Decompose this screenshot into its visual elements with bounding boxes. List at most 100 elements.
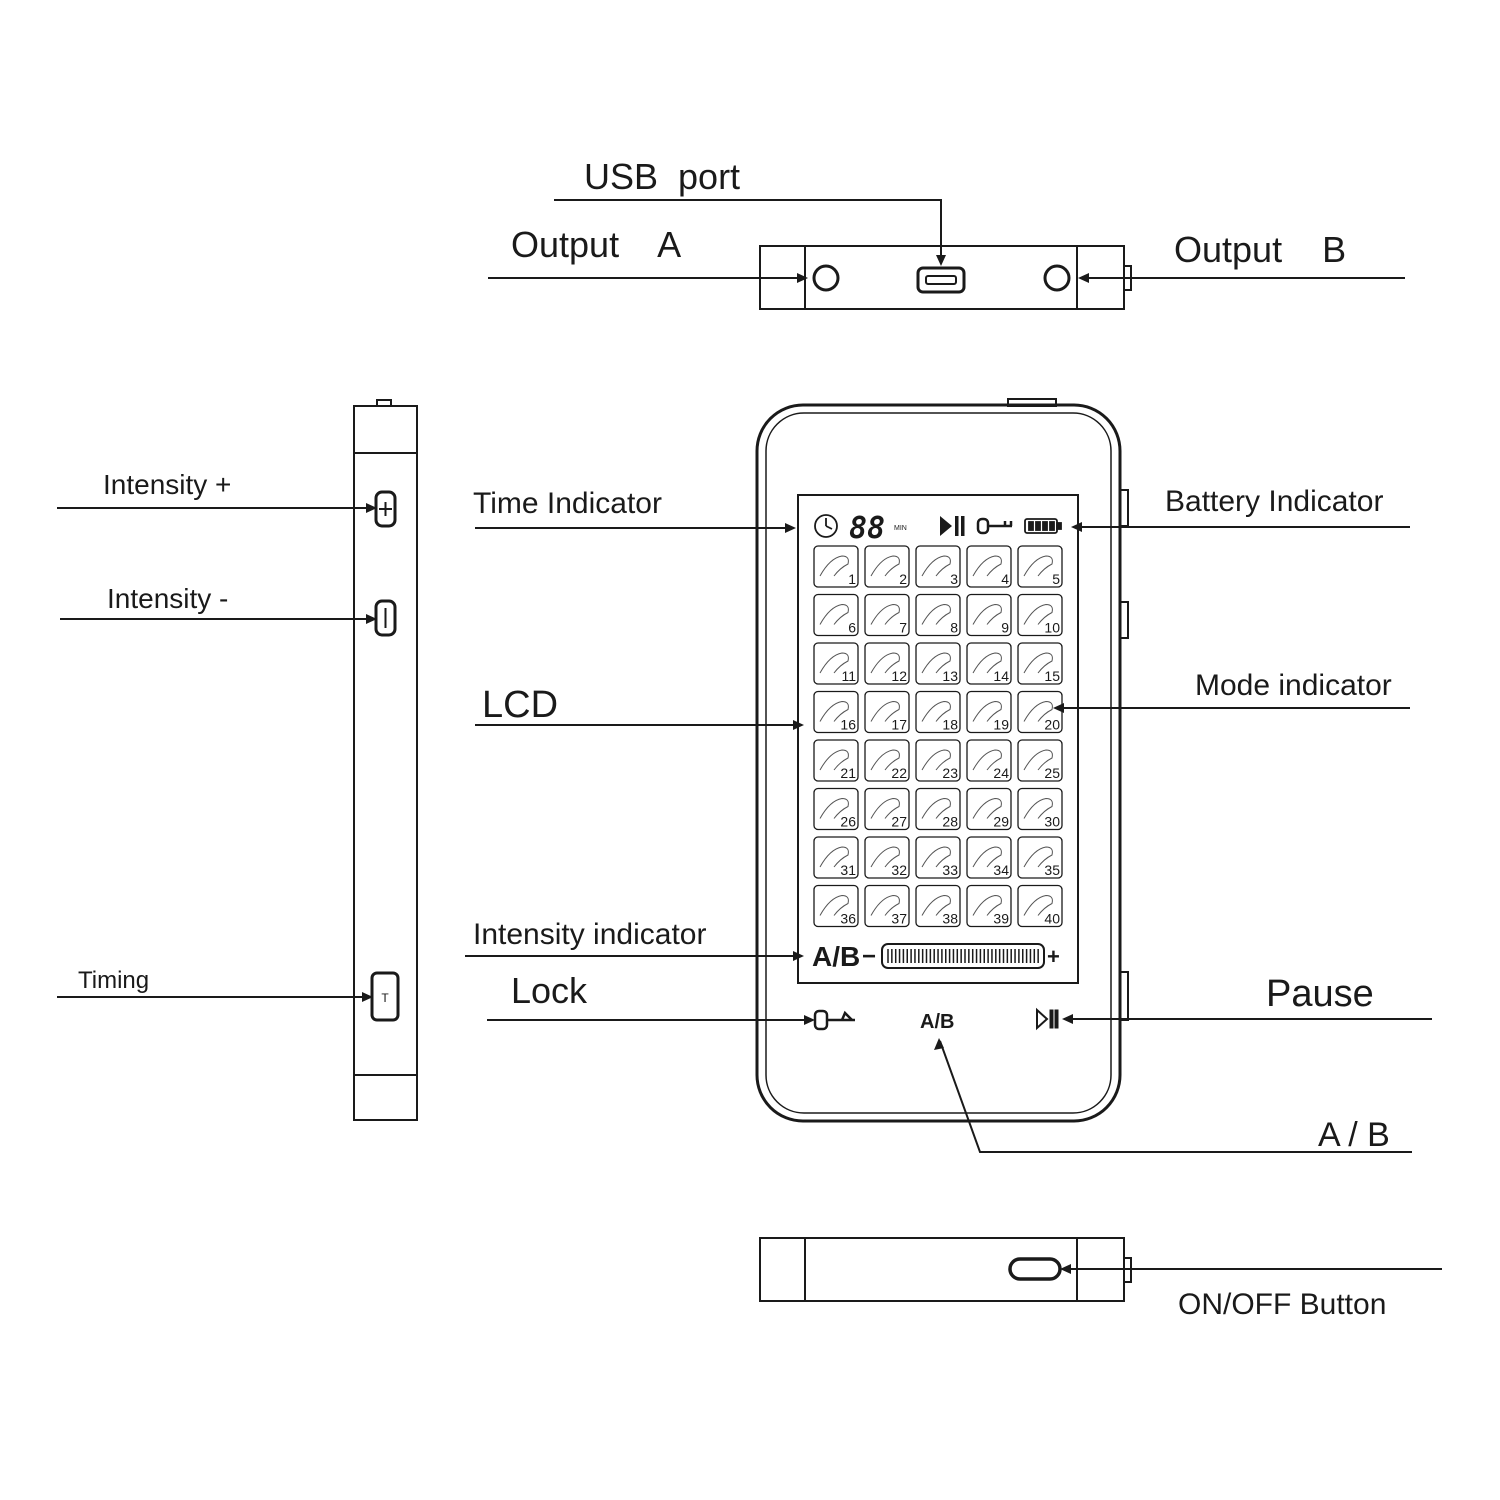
mode-number: 21 [840, 765, 856, 781]
mode-number: 37 [891, 911, 907, 927]
mode-cell: 26 [813, 787, 859, 831]
key-icon [976, 517, 1013, 535]
mode-cell: 17 [864, 690, 910, 734]
mode-cell: 30 [1017, 787, 1063, 831]
mode-number: 13 [942, 668, 958, 684]
body-part-icon [819, 700, 849, 722]
mode-number: 25 [1044, 765, 1060, 781]
mode-cell: 20 [1017, 690, 1063, 734]
pause-button[interactable] [1036, 1007, 1059, 1031]
intensity-bar [881, 943, 1045, 969]
mode-cell: 24 [966, 739, 1012, 782]
mode-cell: 34 [966, 836, 1012, 879]
clock-icon [814, 514, 838, 538]
mode-number: 23 [942, 765, 958, 781]
label-ab: A / B [1318, 1116, 1390, 1154]
body-part-icon [921, 603, 951, 625]
body-part-icon [921, 749, 951, 771]
mode-number: 7 [899, 620, 907, 636]
lcd-status-row: 88 MIN [814, 511, 1062, 546]
body-part-icon [819, 603, 849, 625]
lcd-screen [797, 494, 1079, 984]
mode-cell: 36 [813, 884, 859, 928]
body-part-icon [1023, 749, 1053, 771]
mode-cell: 40 [1017, 884, 1063, 928]
mode-number: 34 [993, 862, 1009, 878]
mode-cell: 29 [966, 787, 1012, 831]
time-digits: 88 [849, 511, 885, 546]
mode-cell: 39 [966, 884, 1012, 928]
mode-number: 5 [1052, 571, 1060, 587]
body-part-icon [819, 894, 849, 916]
ab-button[interactable]: A/B [920, 1011, 954, 1033]
mode-cell: 13 [915, 642, 961, 685]
body-part-icon [972, 555, 1002, 577]
label-lock: Lock [511, 970, 588, 1011]
body-part-icon [921, 555, 951, 577]
body-part-icon [819, 846, 849, 868]
mode-cell: 35 [1017, 836, 1063, 879]
output-a-jack [812, 264, 840, 292]
body-part-icon [1023, 894, 1053, 916]
mode-number: 33 [942, 862, 958, 878]
lock-key-icon [813, 1009, 855, 1031]
leader-arrowheads [362, 255, 1089, 1274]
body-part-icon [921, 894, 951, 916]
body-part-icon [921, 652, 951, 674]
body-part-icon [1023, 652, 1053, 674]
mode-cell: 38 [915, 884, 961, 928]
label-intensity-indicator: Intensity indicator [473, 918, 706, 951]
label-intensity-minus: Intensity - [107, 583, 228, 614]
mode-number: 4 [1001, 571, 1009, 587]
mode-cell: 6 [813, 593, 859, 637]
mode-cell: 16 [813, 690, 859, 734]
mode-cell: 18 [915, 690, 961, 734]
mode-number: 31 [840, 862, 856, 878]
body-part-icon [1023, 797, 1053, 819]
body-part-icon [921, 846, 951, 868]
body-part-icon [921, 797, 951, 819]
mode-number: 27 [891, 814, 907, 830]
mode-cell: 19 [966, 690, 1012, 734]
on-off-button[interactable] [1008, 1257, 1062, 1281]
mode-number: 19 [993, 717, 1009, 733]
mode-number: 24 [993, 765, 1009, 781]
intensity-channel-label: A/B [812, 941, 860, 972]
body-part-icon [972, 846, 1002, 868]
body-part-icon [1023, 700, 1053, 722]
mode-number: 39 [993, 911, 1009, 927]
output-b-jack [1043, 264, 1071, 292]
play-pause-icon [1036, 1007, 1059, 1031]
mode-number: 20 [1044, 717, 1060, 733]
body-part-icon [972, 652, 1002, 674]
intensity-bar-ticks [887, 949, 1039, 963]
intensity-plus-sign: + [1047, 944, 1060, 969]
mode-cell: 23 [915, 739, 961, 782]
timing-button-glyph: T [381, 991, 389, 1005]
leader-lines [57, 199, 1442, 1270]
body-part-icon [870, 894, 900, 916]
mode-cell: 4 [966, 545, 1012, 588]
mode-cell: 11 [813, 642, 859, 685]
label-usb-port: USB port [584, 156, 740, 197]
body-part-icon [819, 652, 849, 674]
mode-number: 9 [1001, 620, 1009, 636]
mode-cell: 3 [915, 545, 961, 588]
label-battery-indicator: Battery Indicator [1165, 485, 1383, 518]
body-part-icon [870, 700, 900, 722]
mode-cell: 7 [864, 593, 910, 637]
mode-cell: 9 [966, 593, 1012, 637]
mode-cell: 21 [813, 739, 859, 782]
mode-cell: 5 [1017, 545, 1063, 588]
mode-number: 3 [950, 571, 958, 587]
mode-cell: 2 [864, 545, 910, 588]
mode-number: 16 [840, 717, 856, 733]
body-part-icon [972, 894, 1002, 916]
lock-button[interactable] [813, 1009, 855, 1031]
mode-number: 36 [840, 911, 856, 927]
mode-cell: 15 [1017, 642, 1063, 685]
body-part-icon [1023, 846, 1053, 868]
label-lcd: LCD [482, 684, 558, 726]
body-part-icon [972, 797, 1002, 819]
